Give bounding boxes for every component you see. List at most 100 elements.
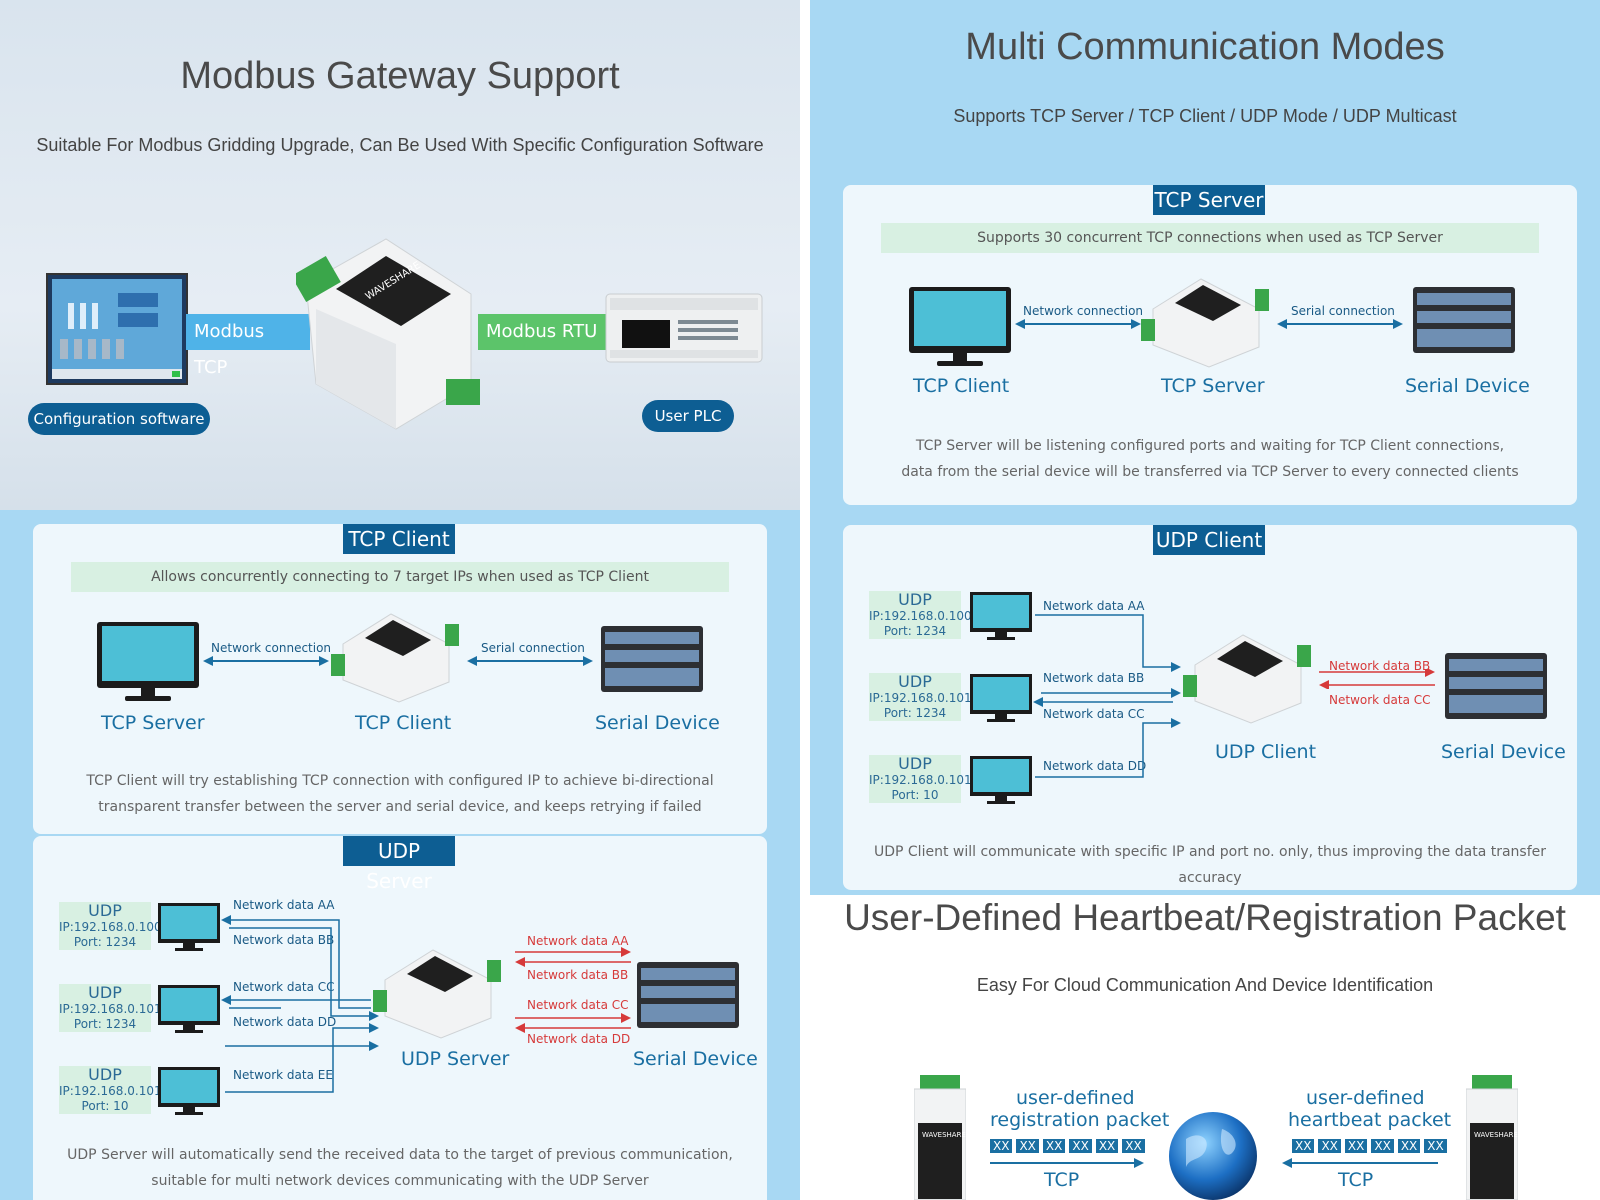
- udp-host-title: UDP: [898, 672, 932, 691]
- modes-subtitle: Supports TCP Server / TCP Client / UDP M…: [953, 106, 1457, 126]
- udp-server-ser-aa: Network data AA: [527, 934, 629, 948]
- udp-host-title: UDP: [88, 1065, 122, 1084]
- modbus-rtu-label: Modbus RTU: [478, 314, 606, 350]
- udp-host-title: UDP: [898, 590, 932, 609]
- udp-server-net-cc: Network data CC: [233, 980, 335, 994]
- server-rack-icon: [637, 962, 739, 1028]
- packet-cell: XX: [1344, 1139, 1368, 1153]
- server-rack-icon: [1445, 653, 1547, 719]
- monitor-icon: [158, 985, 220, 1033]
- udp-host-ip: IP:192.168.0.101: [59, 1084, 162, 1098]
- udp-host-ip: IP:192.168.0.101: [59, 1002, 162, 1016]
- tcp-server-card: TCP Server Supports 30 concurrent TCP co…: [843, 185, 1577, 505]
- tcp-client-band: Allows concurrently connecting to 7 targ…: [71, 562, 729, 592]
- udp-server-desc-2: suitable for multi network devices commu…: [151, 1173, 649, 1189]
- monitor-icon: [158, 1067, 220, 1115]
- udp-server-ser-dd: Network data DD: [527, 1032, 631, 1046]
- packet-cell: XX: [1292, 1139, 1315, 1153]
- udp-host-title: UDP: [88, 901, 122, 920]
- packet-cell: XX: [1371, 1139, 1394, 1153]
- udp-client-net-cc: Network data CC: [1043, 707, 1145, 721]
- bidirectional-arrow: [1277, 319, 1403, 329]
- heartbeat-title: User-Defined Heartbeat/Registration Pack…: [844, 897, 1566, 938]
- gateway-device-icon: WAVESHARE: [1466, 1075, 1518, 1200]
- packet-cell: XX: [1424, 1139, 1447, 1153]
- left-modes-panel: TCP Client Allows concurrently connectin…: [0, 510, 800, 1200]
- gateway-device-icon: [1183, 634, 1311, 724]
- udp-client-desc: UDP Client will communicate with specifi…: [873, 844, 1547, 886]
- packet-cell: XX: [1069, 1139, 1092, 1153]
- registration-line-2: registration packet: [990, 1109, 1170, 1131]
- tcp-server-badge: TCP Server: [1153, 185, 1265, 215]
- udp-server-ser-cc: Network data CC: [527, 998, 629, 1012]
- registration-packet-cells: XX XX XX XX XX XX: [990, 1139, 1145, 1153]
- udp-server-cap-right: Serial Device: [633, 1048, 758, 1070]
- bidirectional-arrow: [203, 656, 329, 666]
- server-rack-icon: [1413, 287, 1515, 353]
- bidirectional-arrow: [467, 656, 593, 666]
- udp-host-port: Port: 10: [81, 1099, 129, 1113]
- packet-cell: XX: [1016, 1139, 1039, 1153]
- udp-host-port: Port: 1234: [883, 624, 947, 638]
- modbus-title: Modbus Gateway Support: [180, 55, 620, 97]
- tcp-client-cap-right: Serial Device: [595, 712, 720, 734]
- tcp-client-cap-left: TCP Server: [101, 712, 205, 734]
- globe-icon: [1169, 1112, 1257, 1200]
- serial-data-arrows: [515, 947, 631, 1033]
- udp-server-badge: UDP Server: [343, 836, 455, 893]
- modes-title: Multi Communication Modes: [965, 26, 1445, 68]
- udp-server-net-ee: Network data EE: [233, 1068, 333, 1082]
- proto-right: TCP: [1338, 1169, 1374, 1191]
- modbus-subtitle: Suitable For Modbus Gridding Upgrade, Ca…: [36, 135, 764, 155]
- heartbeat-packet-cells: XX XX XX XX XX XX: [1292, 1139, 1447, 1153]
- packet-cell: XX: [1042, 1139, 1066, 1153]
- udp-server-net-aa: Network data AA: [233, 898, 335, 912]
- gateway-device-icon: [331, 613, 459, 703]
- udp-client-ser-bb: Network data BB: [1329, 659, 1431, 673]
- tcp-client-cap-mid: TCP Client: [355, 712, 452, 734]
- heartbeat-subtitle: Easy For Cloud Communication And Device …: [976, 975, 1434, 995]
- monitor-icon: [970, 592, 1032, 640]
- tcp-server-cap-right: Serial Device: [1405, 375, 1530, 397]
- udp-host-port: Port: 1234: [73, 935, 137, 949]
- udp-server-routing-lines: [221, 915, 379, 1093]
- monitor-icon: [970, 674, 1032, 722]
- tcp-client-card: TCP Client Allows concurrently connectin…: [33, 524, 767, 834]
- tcp-server-cap-mid: TCP Server: [1161, 375, 1265, 397]
- monitor-icon: [970, 756, 1032, 804]
- heartbeat-panel: User-Defined Heartbeat/Registration Pack…: [810, 895, 1600, 1200]
- heartbeat-line-1: user-defined: [1306, 1087, 1425, 1109]
- heartbeat-line-2: heartbeat packet: [1288, 1109, 1452, 1131]
- udp-server-cap-mid: UDP Server: [401, 1048, 510, 1070]
- gateway-device-icon: [373, 949, 501, 1039]
- gateway-device-icon: WAVESHARE: [914, 1075, 966, 1200]
- device-brand-text: WAVESHARE: [1474, 1131, 1518, 1139]
- udp-client-net-bb: Network data BB: [1043, 671, 1145, 685]
- proto-left: TCP: [1044, 1169, 1080, 1191]
- tcp-server-desc-2: data from the serial device will be tran…: [901, 464, 1519, 480]
- modbus-panel: Modbus Gateway Support Suitable For Modb…: [0, 0, 800, 510]
- packet-cell: XX: [1318, 1139, 1341, 1153]
- gateway-device-icon: WAVESHARE: [296, 238, 480, 430]
- right-arrow: [990, 1158, 1144, 1168]
- udp-host-title: UDP: [898, 754, 932, 773]
- udp-host-ip: IP:192.168.0.100: [59, 920, 162, 934]
- packet-cell: XX: [1095, 1139, 1119, 1153]
- udp-server-net-bb: Network data BB: [233, 933, 335, 947]
- udp-host-title: UDP: [88, 983, 122, 1002]
- udp-server-net-dd: Network data DD: [233, 1015, 337, 1029]
- server-rack-icon: [601, 626, 703, 692]
- monitor-icon: [158, 903, 220, 951]
- registration-line-1: user-defined: [1016, 1087, 1135, 1109]
- udp-host-port: Port: 10: [891, 788, 939, 802]
- udp-client-net-dd: Network data DD: [1043, 759, 1147, 773]
- tcp-server-band: Supports 30 concurrent TCP connections w…: [881, 223, 1539, 253]
- udp-client-badge: UDP Client: [1153, 525, 1265, 555]
